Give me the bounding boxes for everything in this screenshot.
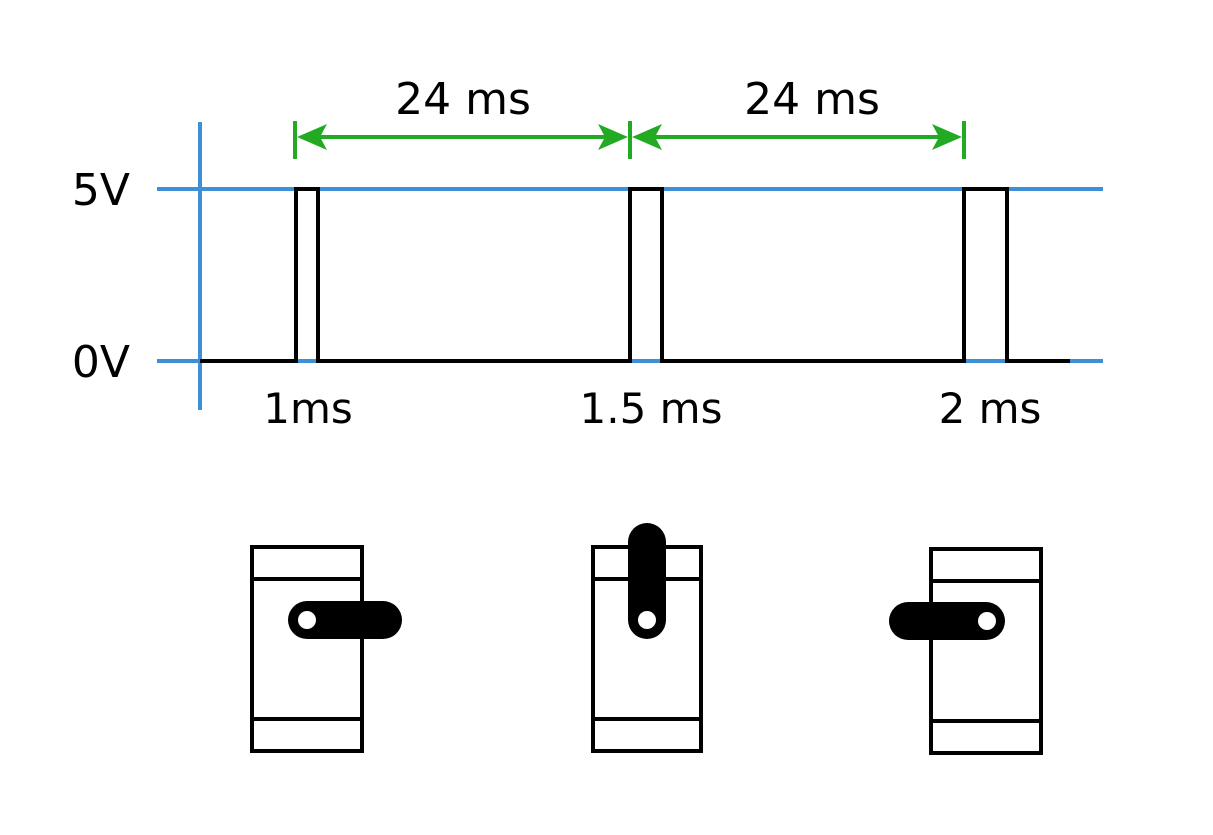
servo-horn [628, 523, 666, 639]
pulse-width-label-3: 2 ms [939, 384, 1042, 433]
voltage-label-5v: 5V [72, 165, 130, 216]
servo-shaft [638, 611, 656, 629]
period-arrow-1-right-head [598, 124, 628, 150]
voltage-label-0v: 0V [72, 337, 130, 388]
servo-icon [591, 523, 703, 753]
servo-shaft [298, 611, 316, 629]
servo-horn [889, 602, 1005, 640]
pulse-width-label-2: 1.5 ms [580, 384, 723, 433]
servo-shaft [978, 612, 996, 630]
period-markers [293, 121, 966, 159]
servo-horn [288, 601, 402, 639]
period-arrow-2-right-head [932, 124, 962, 150]
period-arrow-1-left-head [297, 124, 327, 150]
servo-icon [250, 545, 402, 753]
period-label-1: 24 ms [395, 74, 531, 125]
period-arrow-2-left-head [632, 124, 662, 150]
pwm-signal-waveform [200, 187, 1070, 363]
period-label-2: 24 ms [744, 74, 880, 125]
servo-icon [889, 547, 1043, 755]
pulse-width-label-1: 1ms [263, 384, 353, 433]
